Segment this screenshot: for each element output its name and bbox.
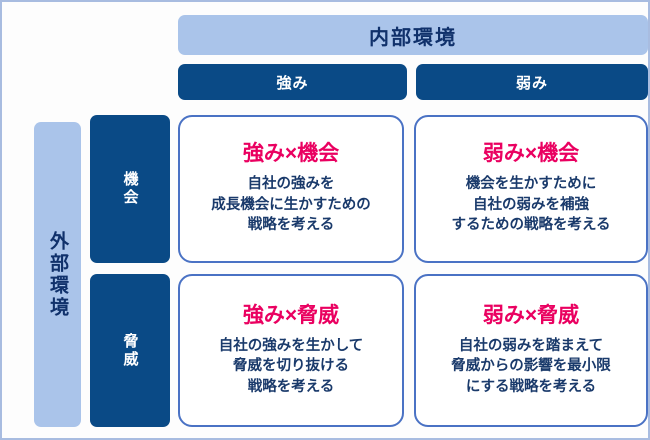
row-header-opportunity: 機会	[90, 115, 170, 263]
internal-environment-banner: 内部環境	[178, 15, 648, 55]
external-environment-banner: 外部環境	[34, 122, 81, 427]
cell-body-strength-opportunity: 自社の強みを 成長機会に生かすための 戦略を考える	[211, 176, 371, 234]
column-header-weakness: 弱み	[416, 64, 648, 100]
column-header-strength: 強み	[178, 64, 407, 100]
row-header-threat: 脅威	[90, 274, 170, 427]
cell-weakness-opportunity: 弱み×機会 機会を生かすために 自社の弱みを補強 するための戦略を考える	[414, 115, 648, 263]
cell-body-weakness-opportunity: 機会を生かすために 自社の弱みを補強 するための戦略を考える	[451, 176, 611, 234]
cell-strength-opportunity: 強み×機会 自社の強みを 成長機会に生かすための 戦略を考える	[178, 115, 404, 263]
cell-title-weakness-threat: 弱み×脅威	[482, 303, 580, 327]
cell-weakness-threat: 弱み×脅威 自社の弱みを踏まえて 脅威からの影響を最小限 にする戦略を考える	[414, 274, 648, 427]
cell-title-strength-opportunity: 強み×機会	[242, 142, 340, 166]
cell-strength-threat: 強み×脅威 自社の強みを生かして 脅威を切り抜ける 戦略を考える	[178, 274, 404, 427]
cell-title-strength-threat: 強み×脅威	[242, 303, 340, 327]
cell-title-weakness-opportunity: 弱み×機会	[482, 142, 580, 166]
cell-body-strength-threat: 自社の強みを生かして 脅威を切り抜ける 戦略を考える	[218, 337, 364, 395]
cell-body-weakness-threat: 自社の弱みを踏まえて 脅威からの影響を最小限 にする戦略を考える	[451, 337, 611, 395]
